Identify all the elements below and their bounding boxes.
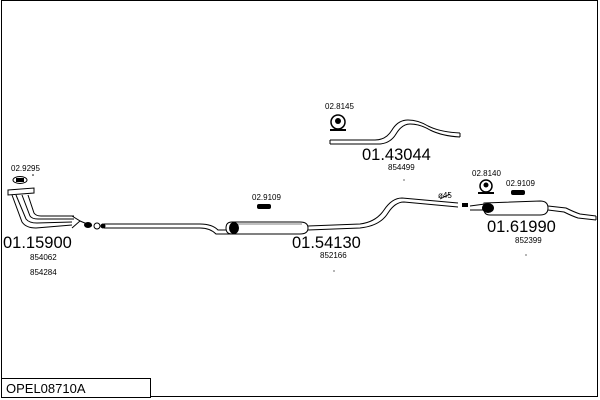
middle-pipe-front-lower — [104, 227, 232, 235]
rear-outlet-upper — [547, 205, 597, 217]
middle-silencer-ref: 852166 — [320, 251, 347, 260]
front-pipe-ref-1: 854062 — [30, 253, 57, 262]
diagram-code: OPEL08710A — [6, 381, 86, 396]
middle-accessory-label: 02.9109 — [252, 193, 281, 202]
tail-accessory-label: 02.8145 — [325, 102, 354, 111]
middle-silencer-body — [225, 221, 309, 235]
tail-pipe-assembly[interactable] — [329, 114, 461, 145]
front-pipe[interactable] — [7, 176, 93, 229]
leader-dot — [525, 254, 527, 256]
tail-pipe-lower — [330, 123, 461, 145]
clamp-diameter-label: ø45 — [438, 191, 452, 200]
leader-dot — [32, 174, 34, 176]
clamp-ring-icon — [93, 222, 101, 230]
front-joint-clamps — [84, 222, 106, 230]
rear-silencer-ref: 852399 — [515, 236, 542, 245]
silencer-end-cap-icon — [229, 222, 239, 234]
clamp-icon — [84, 222, 92, 228]
clamp-leader — [439, 193, 451, 200]
tail-pipe-ref: 854499 — [388, 163, 415, 172]
clamp-icon — [462, 203, 468, 207]
rear-silencer-part-number[interactable]: 01.61990 — [487, 218, 556, 236]
front-pipe-flange — [7, 187, 35, 196]
middle-pipe-rear-lower — [307, 201, 459, 231]
front-pipe-branch-c — [21, 194, 74, 220]
front-pipe-branch-d — [27, 194, 74, 217]
gasket-hole-icon — [16, 178, 24, 182]
clamp-bolt-icon — [100, 223, 106, 229]
front-pipe-branch-a — [11, 194, 73, 229]
diagram-code-box: OPEL08710A — [1, 378, 151, 398]
rear-inlet-upper — [469, 203, 486, 207]
rear-silencer-assembly[interactable] — [469, 179, 597, 221]
hanger-rubber-icon — [511, 190, 525, 195]
front-pipe-junction — [71, 215, 81, 229]
hanger-hole-icon — [483, 182, 489, 188]
tail-pipe-part-number[interactable]: 01.43044 — [362, 146, 431, 164]
rear-accessory-label-b: 02.9109 — [506, 179, 535, 188]
middle-silencer-part-number[interactable]: 01.54130 — [292, 234, 361, 252]
rear-outlet-lower — [547, 209, 597, 221]
middle-pipe-rear-upper — [307, 197, 459, 227]
front-accessory-label: 02.9295 — [11, 164, 40, 173]
tail-pipe-upper — [330, 119, 461, 141]
hanger-hole-icon — [335, 118, 341, 124]
leader-dot — [403, 179, 405, 181]
leader-dot — [333, 270, 335, 272]
hanger-rubber-icon — [257, 204, 271, 209]
silencer-end-cap-icon — [482, 203, 494, 213]
front-pipe-branch-b — [15, 194, 73, 224]
middle-silencer-assembly[interactable] — [104, 197, 459, 235]
middle-pipe-front-upper — [104, 223, 232, 231]
rear-accessory-label-a: 02.8140 — [472, 169, 501, 178]
front-pipe-ref-2: 854284 — [30, 268, 57, 277]
front-pipe-part-number[interactable]: 01.15900 — [3, 234, 72, 252]
rear-joint-clamp — [439, 193, 468, 207]
rear-silencer-body — [483, 200, 549, 216]
